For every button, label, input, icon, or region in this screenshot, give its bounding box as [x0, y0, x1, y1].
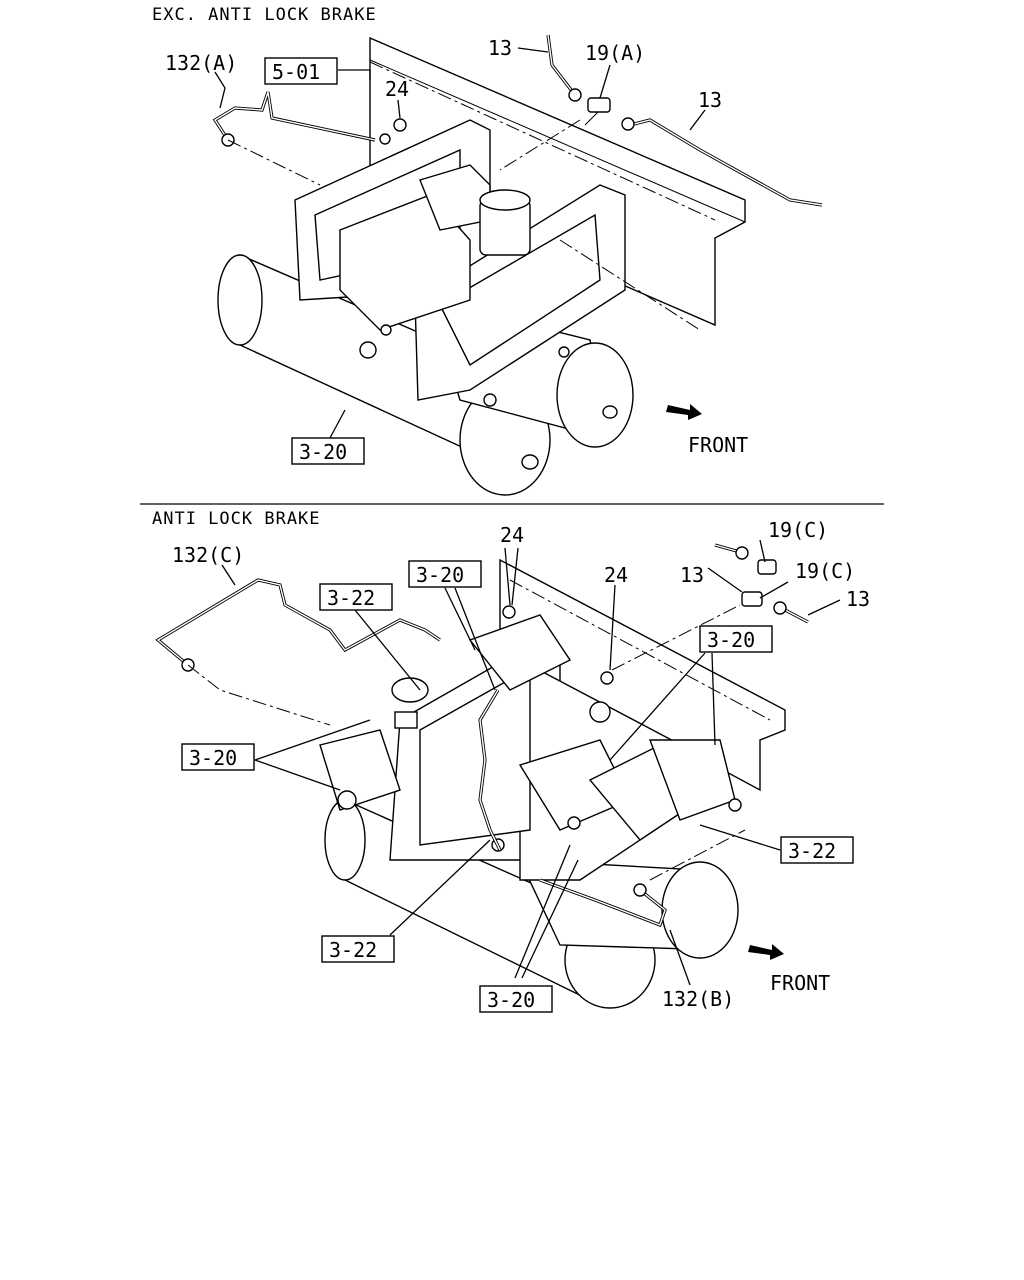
section-abs: ANTI LOCK BRAKE — [152, 509, 870, 1013]
nut-24-left — [502, 605, 516, 619]
label-19a: 19(A) — [585, 41, 645, 65]
label-13-right: 13 — [698, 88, 722, 112]
ref-5-01: 5-01 — [272, 60, 320, 84]
pipe-132b — [539, 878, 667, 928]
leader-dash-1 — [227, 139, 321, 186]
ref-box-3-20-b — [699, 625, 773, 653]
label-13-upper: 13 — [488, 36, 512, 60]
label-13-right-bottom: 13 — [846, 587, 870, 611]
ref-3-22-b: 3-22 — [788, 839, 836, 863]
label-13-left: 13 — [680, 563, 704, 587]
ref-3-22-c: 3-22 — [329, 938, 377, 962]
ref-box-5-01 — [264, 57, 338, 85]
valve-cluster-center — [468, 614, 631, 852]
ref-3-20-c: 3-20 — [189, 746, 237, 770]
pipe-13-bottom — [714, 543, 809, 624]
section-exc-abs: EXC. ANTI LOCK BRAKE — [152, 5, 823, 496]
pipe-132c — [155, 578, 441, 672]
pipe-132a — [212, 91, 391, 147]
ref-box-3-20-a — [408, 560, 482, 588]
air-dryer-top — [339, 164, 570, 407]
label-24-right: 24 — [604, 563, 628, 587]
air-tank-right-bottom — [518, 859, 739, 959]
leader-dash-2 — [499, 119, 581, 171]
ref-3-20-a: 3-20 — [416, 563, 464, 587]
ref-3-22-a: 3-22 — [327, 586, 375, 610]
ref-3-20-d: 3-20 — [487, 988, 535, 1012]
label-24-top: 24 — [385, 77, 409, 101]
nut-24-right — [600, 671, 614, 685]
front-label-top: FRONT — [688, 433, 748, 457]
ref-box-3-20-c — [181, 743, 255, 771]
ref-box-3-20-top — [291, 437, 365, 465]
ref-box-3-22-b — [780, 836, 854, 864]
section-title-abs: ANTI LOCK BRAKE — [152, 509, 321, 529]
ref-3-20-top: 3-20 — [299, 440, 347, 464]
front-label-bottom: FRONT — [770, 971, 830, 995]
fitting-19a — [584, 97, 611, 126]
label-132a: 132(A) — [165, 51, 237, 75]
section-title-exc-abs: EXC. ANTI LOCK BRAKE — [152, 5, 377, 25]
label-132c: 132(C) — [172, 543, 244, 567]
ref-3-20-b: 3-20 — [707, 628, 755, 652]
pipe-center-loop — [478, 689, 502, 851]
pipe-13-upper — [546, 34, 823, 207]
label-132b: 132(B) — [662, 987, 734, 1011]
nut-24-top — [393, 118, 407, 132]
label-24-left: 24 — [500, 523, 524, 547]
fitting-19c — [741, 559, 777, 607]
ref-box-3-22-a — [319, 583, 393, 611]
valve-cluster-right — [588, 739, 742, 841]
front-arrow-icon — [748, 944, 784, 960]
leader-dash-3 — [559, 239, 701, 331]
front-arrow-icon — [666, 404, 702, 420]
ref-box-3-20-d — [479, 985, 553, 1013]
label-19c-lower: 19(C) — [795, 559, 855, 583]
ref-box-3-22-c — [321, 935, 395, 963]
label-19c-upper: 19(C) — [768, 518, 828, 542]
